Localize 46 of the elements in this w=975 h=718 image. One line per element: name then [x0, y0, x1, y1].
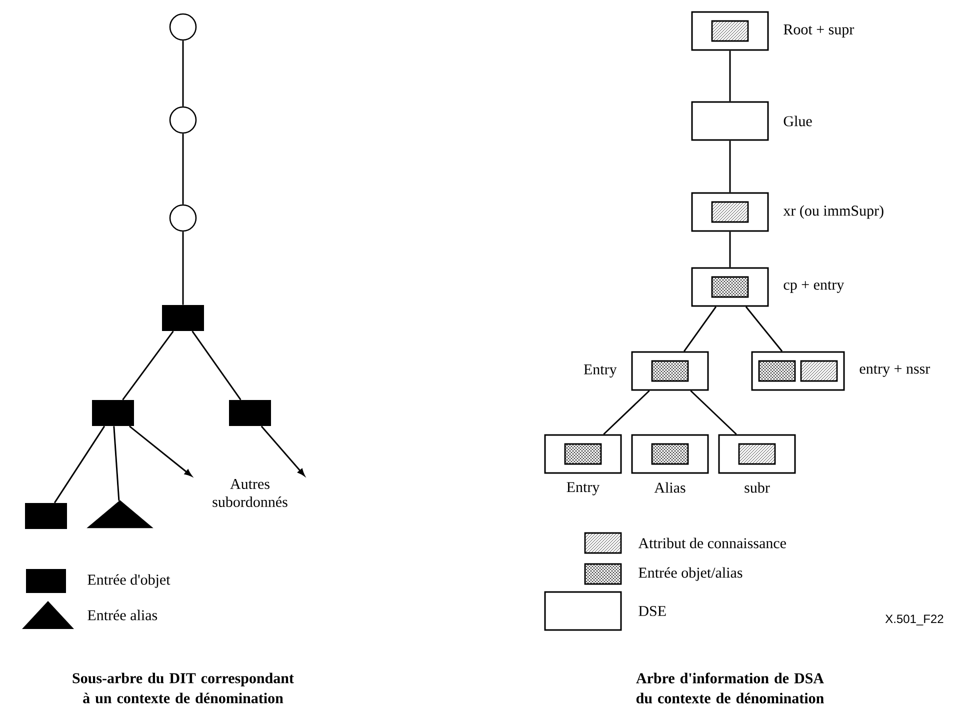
connector-line — [729, 140, 731, 192]
node-label: xr (ou immSupr) — [783, 205, 884, 219]
legend-item: Entrée d'objet — [26, 569, 170, 593]
connector-line — [690, 390, 737, 435]
entry-square — [92, 400, 134, 426]
node-text: Autres subordonnés — [212, 479, 288, 508]
dse-box — [691, 192, 769, 232]
circle-node — [169, 13, 197, 41]
node-label: Entry — [584, 364, 617, 378]
node-label: Root + supr — [784, 24, 854, 38]
alias-triangle — [86, 500, 154, 528]
node-label: subr — [744, 482, 770, 493]
figure-code: X.501_F22 — [885, 614, 944, 626]
node-label: Glue — [784, 116, 812, 126]
entry-square — [162, 305, 204, 331]
legend-item: Entrée objet/alias — [584, 563, 742, 585]
connector-line — [729, 232, 731, 268]
node-label: entry + nssr — [860, 365, 930, 377]
caption: Arbre d'information de DSA du contexte de dénomination — [636, 672, 824, 704]
legend-item: Entrée alias — [22, 601, 158, 629]
connector-line — [182, 40, 184, 106]
dse-box — [718, 434, 796, 474]
entry-square — [25, 503, 67, 529]
connector-line — [745, 306, 783, 352]
dse-box — [691, 11, 769, 51]
connector-line — [113, 426, 120, 501]
caption: Sous-arbre du DIT correspondant à un contexte de dénomination — [72, 672, 294, 704]
circle-node — [169, 106, 197, 134]
node-label: Alias — [654, 482, 686, 493]
entry-square — [229, 400, 271, 426]
connector-line — [182, 232, 184, 305]
node-label: cp + entry — [784, 281, 844, 293]
connector-line — [182, 134, 184, 204]
connector-line — [122, 330, 174, 400]
legend-item: Attribut de connaissance — [584, 532, 786, 554]
connector-line — [54, 426, 106, 504]
dse-box — [758, 360, 796, 382]
circle-node — [169, 204, 197, 232]
connector-line — [729, 50, 731, 102]
arrow — [128, 426, 192, 476]
connector-line — [684, 306, 716, 352]
arrow — [260, 426, 305, 476]
legend-item: DSE — [544, 591, 666, 631]
node-label: Entry — [566, 482, 600, 496]
connector-line — [603, 390, 650, 435]
connector-line — [192, 330, 242, 400]
